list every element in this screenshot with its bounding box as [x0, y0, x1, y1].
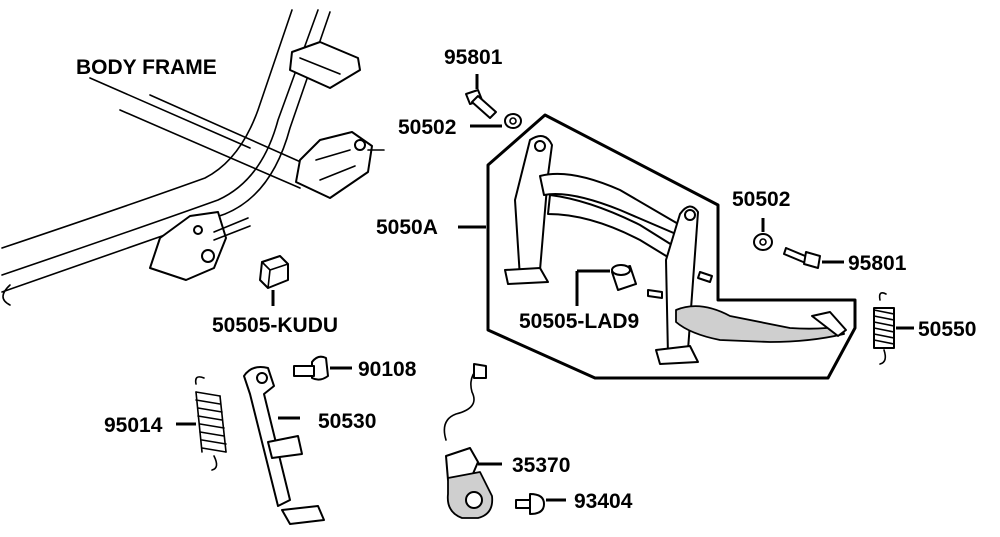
label-washer-top: 50502 [398, 116, 456, 139]
label-side-stand: 50530 [318, 410, 376, 433]
rubber-lad9-part [575, 264, 637, 306]
label-bolt-right: 95801 [848, 252, 907, 275]
label-spring-right: 50550 [918, 318, 976, 341]
label-bolt-top: 95801 [444, 46, 503, 69]
pivot-bolt-part [293, 355, 352, 381]
label-pivot-bolt: 90108 [358, 358, 417, 381]
rubber-kudu-part [259, 255, 289, 306]
side-stand-part [243, 366, 325, 525]
body-frame-title: BODY FRAME [76, 56, 217, 79]
switch-part [443, 363, 502, 519]
label-spring-left: 95014 [104, 414, 163, 437]
label-screw: 93404 [574, 490, 633, 513]
washer-right-part [753, 218, 773, 251]
body-frame-illustration [1, 9, 385, 306]
label-rubber-kudu: 50505-KUDU [212, 314, 338, 337]
label-switch: 35370 [512, 454, 570, 477]
washer-top-part [470, 113, 522, 129]
bolt-top-part [465, 74, 497, 119]
spring-right-part [873, 292, 914, 365]
screw-part [515, 493, 566, 515]
label-main-stand: 5050A [376, 216, 438, 239]
main-stand-group [458, 113, 857, 380]
label-washer-right: 50502 [732, 188, 790, 211]
spring-left-part [176, 376, 227, 471]
label-rubber-lad9: 50505-LAD9 [519, 310, 639, 333]
bolt-right-part [783, 247, 844, 269]
